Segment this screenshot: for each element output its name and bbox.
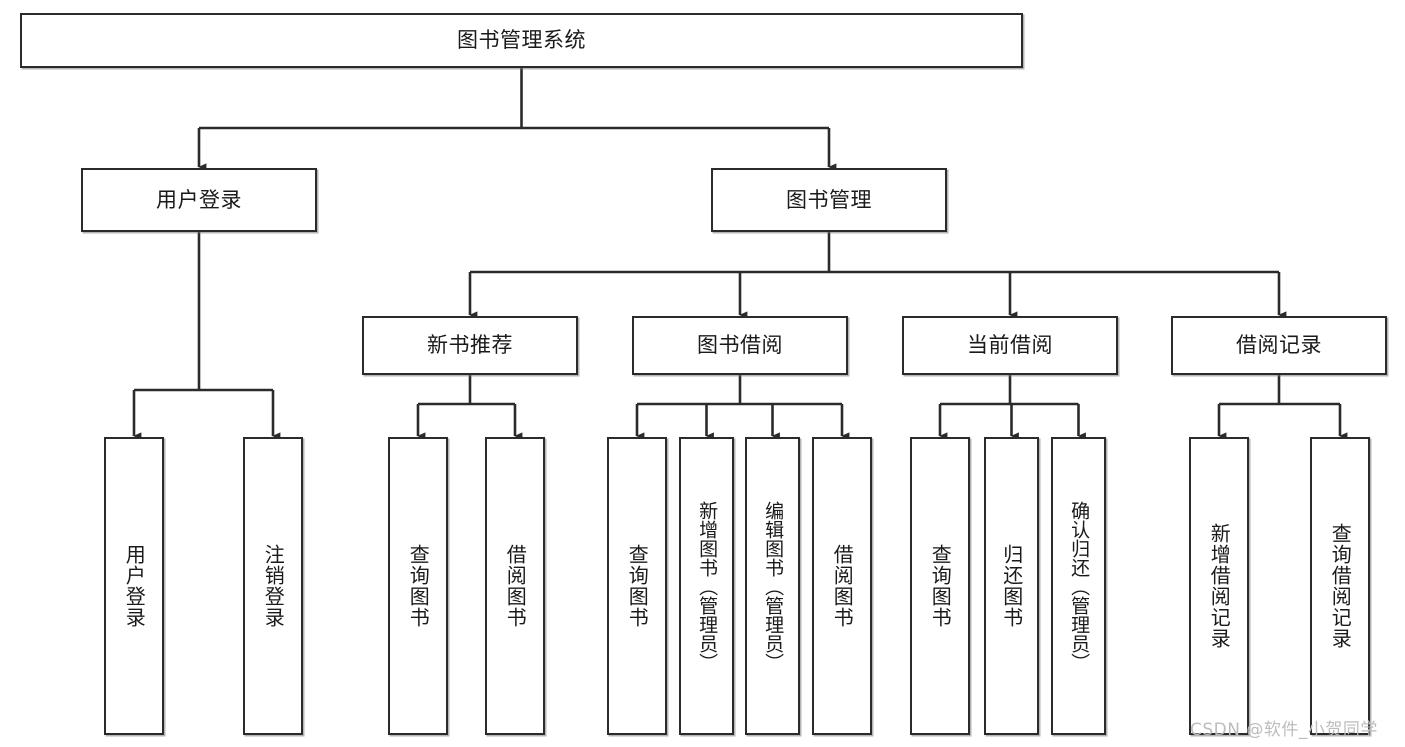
node-leaf-query-book-2[interactable]: 查询图书 xyxy=(607,437,667,735)
node-label: 借阅图书 xyxy=(830,544,855,628)
node-label: 借阅记录 xyxy=(1236,333,1322,358)
node-user-login[interactable]: 用户登录 xyxy=(81,168,317,232)
node-label: 图书借阅 xyxy=(697,333,783,358)
node-label: 用户登录 xyxy=(156,187,242,212)
node-root[interactable]: 图书管理系统 xyxy=(20,13,1023,68)
node-leaf-add-borrow-record[interactable]: 新增借阅记录 xyxy=(1189,437,1249,735)
node-label: 查询借阅记录 xyxy=(1328,523,1353,649)
node-label: 新书推荐 xyxy=(427,333,513,358)
node-label: 新增借阅记录 xyxy=(1207,523,1232,649)
node-current-borrow[interactable]: 当前借阅 xyxy=(902,316,1118,375)
node-new-book-recommend[interactable]: 新书推荐 xyxy=(362,316,578,375)
node-label: 新增图书（管理员） xyxy=(696,500,719,672)
node-leaf-edit-book-admin[interactable]: 编辑图书（管理员） xyxy=(745,437,800,735)
node-label: 注销登录 xyxy=(261,544,286,628)
node-label: 当前借阅 xyxy=(967,333,1053,358)
node-label: 用户登录 xyxy=(122,544,147,628)
node-leaf-query-book-1[interactable]: 查询图书 xyxy=(388,437,448,735)
node-label: 编辑图书（管理员） xyxy=(762,500,785,672)
node-leaf-add-book-admin[interactable]: 新增图书（管理员） xyxy=(679,437,734,735)
node-leaf-return-book[interactable]: 归还图书 xyxy=(984,437,1039,735)
node-borrow-record[interactable]: 借阅记录 xyxy=(1171,316,1387,375)
node-book-management[interactable]: 图书管理 xyxy=(711,168,947,232)
node-label: 确认归还（管理员） xyxy=(1068,500,1091,672)
node-label: 查询图书 xyxy=(406,544,431,628)
node-label: 查询图书 xyxy=(928,544,953,628)
node-label: 借阅图书 xyxy=(503,544,528,628)
node-label: 查询图书 xyxy=(625,544,650,628)
node-label: 图书管理 xyxy=(786,187,872,212)
node-leaf-query-borrow-record[interactable]: 查询借阅记录 xyxy=(1310,437,1370,735)
node-book-borrow[interactable]: 图书借阅 xyxy=(632,316,848,375)
node-leaf-confirm-return-admin[interactable]: 确认归还（管理员） xyxy=(1051,437,1106,735)
node-label: 归还图书 xyxy=(999,544,1024,628)
node-leaf-query-book-3[interactable]: 查询图书 xyxy=(910,437,970,735)
node-leaf-borrow-book-1[interactable]: 借阅图书 xyxy=(485,437,545,735)
watermark: CSDN @软件_小贺同学 xyxy=(1190,720,1378,740)
node-leaf-logout[interactable]: 注销登录 xyxy=(243,437,303,735)
node-label: 图书管理系统 xyxy=(457,28,586,53)
node-leaf-user-login[interactable]: 用户登录 xyxy=(104,437,164,735)
node-leaf-borrow-book-2[interactable]: 借阅图书 xyxy=(812,437,872,735)
